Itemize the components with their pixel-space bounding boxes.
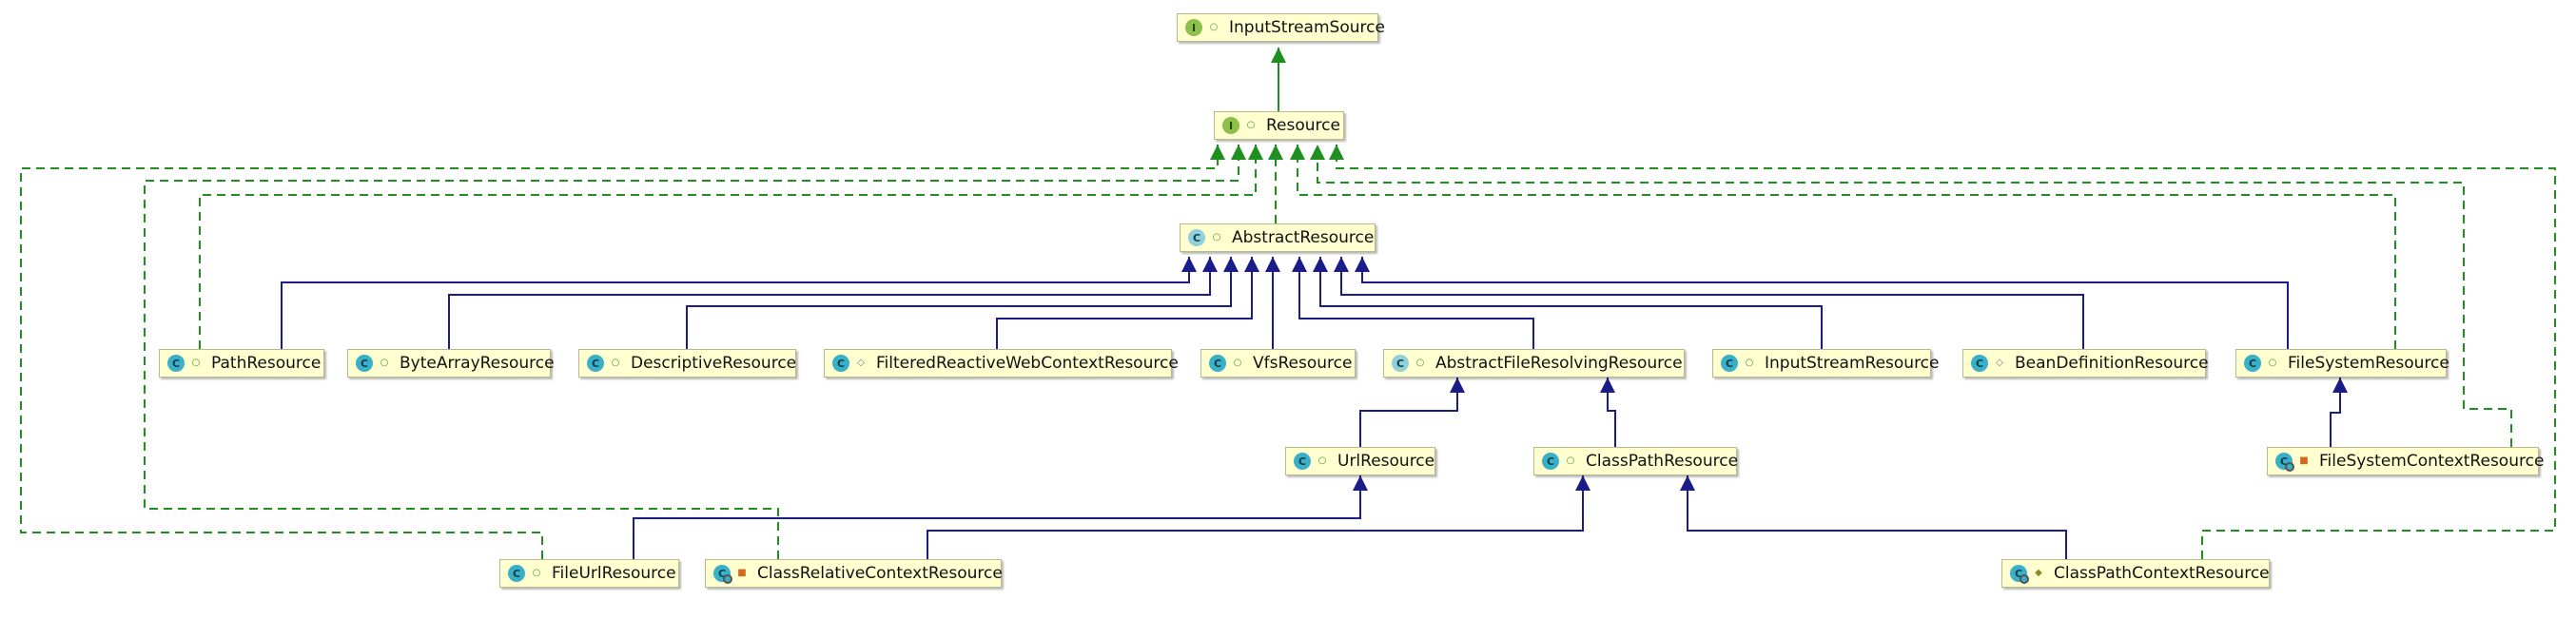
node-url-resource[interactable]: C ○ UrlResource xyxy=(1285,447,1435,475)
node-label: ClassPathResource xyxy=(1586,452,1739,471)
edge-input-stream-resource-extends-abstract-resource xyxy=(1313,257,1823,349)
package-private-visibility-icon: ◇ xyxy=(1996,358,2003,368)
node-label: InputStreamResource xyxy=(1765,354,1940,373)
public-visibility-icon: ○ xyxy=(1415,358,1425,368)
inner-class-icon: C xyxy=(2010,565,2029,584)
edge-path-resource-implements-resource xyxy=(199,145,1263,349)
package-private-visibility-icon: ◇ xyxy=(857,358,865,368)
public-visibility-icon: ○ xyxy=(1233,358,1242,368)
node-label: AbstractResource xyxy=(1232,228,1375,247)
public-visibility-icon: ○ xyxy=(532,568,541,578)
public-visibility-icon: ○ xyxy=(1317,455,1327,466)
node-label: FileSystemResource xyxy=(2288,354,2449,373)
node-label: UrlResource xyxy=(1337,452,1435,471)
node-label: PathResource xyxy=(211,354,322,373)
public-visibility-icon: ○ xyxy=(380,358,389,368)
class-icon: C xyxy=(587,355,604,372)
private-visibility-icon: ■ xyxy=(2299,455,2309,466)
edge-bean-definition-resource-extends-abstract-resource xyxy=(1334,257,2084,349)
class-icon: C xyxy=(1209,355,1226,372)
public-visibility-icon: ○ xyxy=(1566,455,1575,466)
node-file-system-context-resource[interactable]: C ■ FileSystemContextResource xyxy=(2267,447,2544,475)
class-icon: C xyxy=(832,355,849,372)
class-icon: C xyxy=(1294,453,1311,470)
node-label: VfsResource xyxy=(1253,354,1353,373)
node-bean-definition-resource[interactable]: C ◇ BeanDefinitionResource xyxy=(1962,349,2209,378)
class-icon: C xyxy=(508,565,525,582)
edge-file-system-context-resource-extends-file-system-resource xyxy=(2330,378,2348,447)
public-visibility-icon: ○ xyxy=(1209,22,1219,32)
interface-icon: I xyxy=(1185,19,1202,36)
class-icon: C xyxy=(2244,355,2261,372)
edge-file-system-resource-extends-abstract-resource xyxy=(1355,257,2289,349)
edge-byte-array-resource-extends-abstract-resource xyxy=(448,257,1218,349)
node-input-stream-source[interactable]: I ○ InputStreamSource xyxy=(1177,13,1385,42)
public-visibility-icon: ○ xyxy=(1246,120,1256,130)
edge-url-resource-extends-abstract-file-resolving-resource xyxy=(1359,378,1465,447)
edge-abstract-file-resolving-resource-extends-abstract-resource xyxy=(1292,257,1534,349)
node-class-relative-context-resource[interactable]: C ■ ClassRelativeContextResource xyxy=(705,559,1003,588)
edge-filtered-reactive-web-context-resource-extends-abstract-resource xyxy=(996,257,1259,349)
public-visibility-icon: ○ xyxy=(1212,232,1221,242)
node-filtered-reactive-web-context-resource[interactable]: C ◇ FilteredReactiveWebContextResource xyxy=(824,349,1179,378)
node-abstract-file-resolving-resource[interactable]: C ○ AbstractFileResolvingResource xyxy=(1383,349,1685,378)
protected-visibility-icon: ◆ xyxy=(2035,568,2042,578)
inner-class-icon: C xyxy=(2275,453,2294,472)
node-input-stream-resource[interactable]: C ○ InputStreamResource xyxy=(1712,349,1940,378)
class-icon: C xyxy=(1971,355,1988,372)
edge-file-system-context-resource-implements-resource xyxy=(1310,145,2512,447)
public-visibility-icon: ○ xyxy=(1745,358,1754,368)
public-visibility-icon: ○ xyxy=(611,358,620,368)
public-visibility-icon: ○ xyxy=(191,358,201,368)
private-visibility-icon: ■ xyxy=(737,568,747,578)
edge-file-system-resource-implements-resource xyxy=(1290,145,2396,349)
abstract-class-icon: C xyxy=(1188,229,1205,246)
node-label: Resource xyxy=(1266,116,1340,135)
edge-class-path-context-resource-extends-class-path-resource xyxy=(1680,475,2067,559)
class-icon: C xyxy=(1721,355,1738,372)
node-path-resource[interactable]: C ○ PathResource xyxy=(159,349,324,378)
node-class-path-resource[interactable]: C ○ ClassPathResource xyxy=(1533,447,1739,475)
edge-descriptive-resource-extends-abstract-resource xyxy=(686,257,1239,349)
edge-file-url-resource-extends-url-resource xyxy=(633,475,1368,559)
node-label: FilteredReactiveWebContextResource xyxy=(876,354,1179,373)
edge-class-relative-context-resource-implements-resource xyxy=(144,145,1246,559)
abstract-class-icon: C xyxy=(1392,355,1409,372)
node-label: AbstractFileResolvingResource xyxy=(1435,354,1683,373)
node-label: BeanDefinitionResource xyxy=(2015,354,2209,373)
node-label: ClassRelativeContextResource xyxy=(757,564,1003,583)
node-label: ClassPathContextResource xyxy=(2054,564,2270,583)
public-visibility-icon: ○ xyxy=(2268,358,2277,368)
node-file-url-resource[interactable]: C ○ FileUrlResource xyxy=(499,559,679,588)
class-icon: C xyxy=(1542,453,1559,470)
interface-icon: I xyxy=(1222,117,1239,134)
node-class-path-context-resource[interactable]: C ◆ ClassPathContextResource xyxy=(2001,559,2270,588)
class-icon: C xyxy=(167,355,185,372)
edge-class-path-resource-extends-abstract-file-resolving-resource xyxy=(1600,378,1616,447)
edge-path-resource-extends-abstract-resource xyxy=(281,257,1197,349)
node-descriptive-resource[interactable]: C ○ DescriptiveResource xyxy=(578,349,796,378)
node-label: DescriptiveResource xyxy=(631,354,797,373)
inner-class-icon: C xyxy=(713,565,732,584)
edge-file-url-resource-implements-resource xyxy=(20,145,1225,559)
node-vfs-resource[interactable]: C ○ VfsResource xyxy=(1200,349,1356,378)
node-abstract-resource[interactable]: C ○ AbstractResource xyxy=(1180,223,1376,252)
class-icon: C xyxy=(356,355,373,372)
edge-class-relative-context-resource-extends-class-path-resource xyxy=(927,475,1590,559)
node-byte-array-resource[interactable]: C ○ ByteArrayResource xyxy=(347,349,555,378)
node-label: FileSystemContextResource xyxy=(2319,452,2545,471)
edge-class-path-context-resource-implements-resource xyxy=(1329,145,2556,559)
node-label: ByteArrayResource xyxy=(400,354,555,373)
node-resource[interactable]: I ○ Resource xyxy=(1214,111,1344,140)
node-label: InputStreamSource xyxy=(1229,18,1385,37)
node-label: FileUrlResource xyxy=(552,564,676,583)
node-file-system-resource[interactable]: C ○ FileSystemResource xyxy=(2235,349,2449,378)
